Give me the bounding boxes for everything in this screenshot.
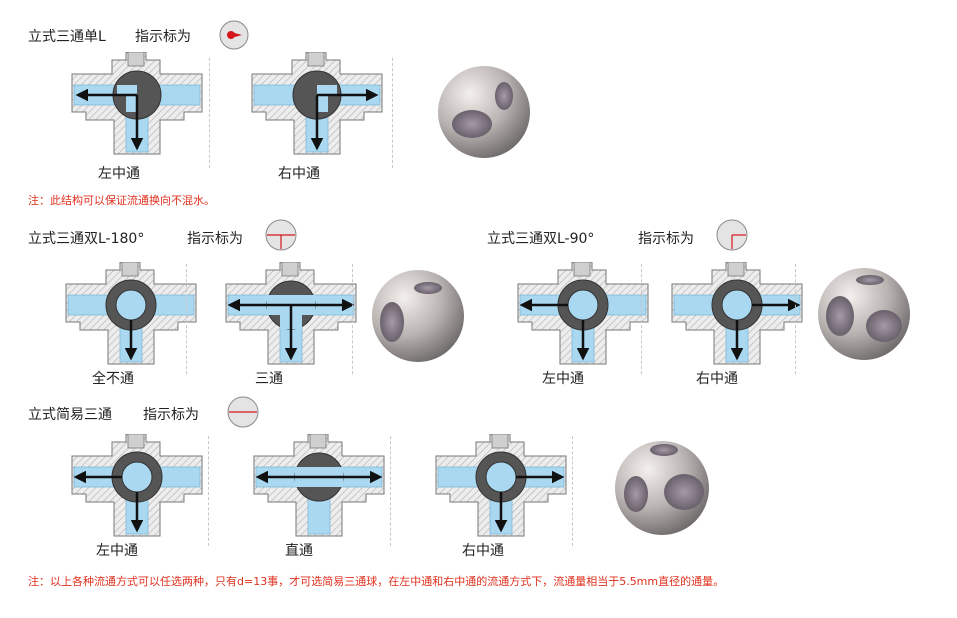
separator	[186, 264, 187, 374]
ball-image-double-l-180	[372, 270, 464, 362]
valve-diagram-left-center-90	[517, 262, 649, 365]
separator	[209, 58, 210, 168]
valve-diagram-right-center	[251, 52, 383, 155]
caption-3: 全不通	[92, 371, 134, 387]
section3-indicator-label: 指示标为	[638, 231, 694, 247]
caption-2: 右中通	[278, 166, 320, 182]
valve-diagram-three-way	[225, 262, 357, 365]
valve-diagram-left-center	[71, 52, 203, 155]
section2-indicator-label: 指示标为	[187, 231, 243, 247]
separator	[572, 436, 573, 546]
ball-image-double-l-90	[818, 268, 910, 360]
separator	[795, 264, 796, 374]
valve-diagram-all-closed	[65, 262, 197, 365]
separator	[390, 436, 391, 546]
ball-image-simple	[615, 441, 709, 535]
note-1: 注：此结构可以保证流通换向不混水。	[28, 194, 215, 207]
section2-title: 立式三通双L-180°	[28, 231, 145, 247]
corner-line-icon	[716, 219, 748, 251]
caption-4: 三通	[255, 371, 283, 387]
red-dot-arrow-icon	[219, 20, 249, 50]
section1-indicator-label: 指示标为	[135, 29, 191, 45]
separator	[352, 264, 353, 374]
caption-8: 直通	[285, 543, 313, 559]
note-2: 注：以上各种流通方式可以任选两种，只有d=13事，才可选简易三通球，在左中通和右…	[28, 575, 725, 588]
horizontal-line-icon	[227, 396, 259, 428]
section3-title: 立式三通双L-90°	[487, 231, 595, 247]
ball-image-single-l	[438, 66, 530, 158]
section1-title: 立式三通单L	[28, 29, 106, 45]
valve-diagram-simple-left-center	[71, 434, 203, 537]
caption-1: 左中通	[98, 166, 140, 182]
caption-5: 左中通	[542, 371, 584, 387]
caption-9: 右中通	[462, 543, 504, 559]
separator	[641, 264, 642, 374]
caption-6: 右中通	[696, 371, 738, 387]
caption-7: 左中通	[96, 543, 138, 559]
valve-diagram-straight	[253, 434, 385, 537]
valve-diagram-right-center-90	[671, 262, 803, 365]
valve-diagram-simple-right-center	[435, 434, 567, 537]
separator	[208, 436, 209, 546]
separator	[392, 58, 393, 168]
section4-title: 立式简易三通	[28, 407, 112, 423]
t-line-icon	[265, 219, 297, 251]
section4-indicator-label: 指示标为	[143, 407, 199, 423]
